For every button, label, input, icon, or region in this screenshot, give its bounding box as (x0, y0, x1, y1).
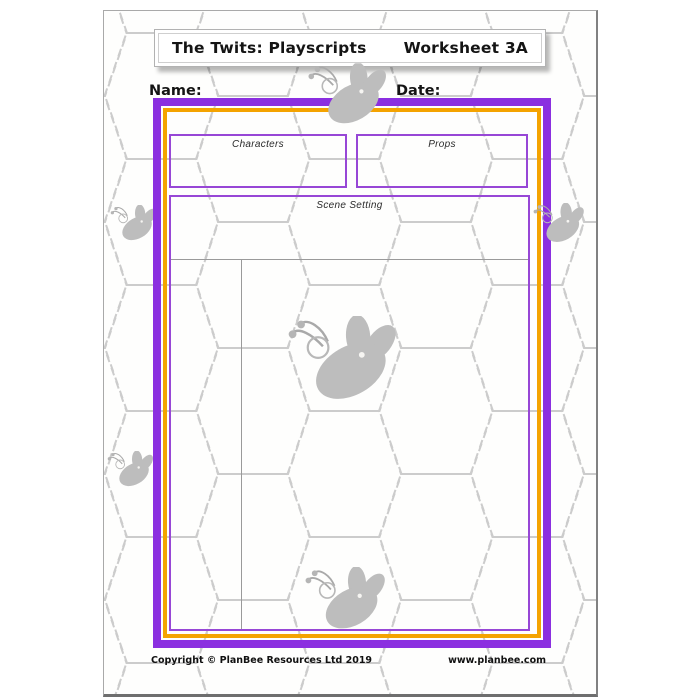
bee-icon (306, 63, 394, 125)
bee-icon (106, 451, 158, 487)
page-title: The Twits: Playscripts (172, 39, 367, 57)
worksheet-header-inner: The Twits: Playscripts Worksheet 3A (158, 33, 542, 63)
bee-icon (303, 567, 393, 630)
worksheet-number: Worksheet 3A (403, 39, 528, 57)
scene-divider-horizontal (171, 259, 528, 260)
characters-box: Characters (169, 134, 347, 188)
footer-copyright: Copyright © PlanBee Resources Ltd 2019 (151, 655, 373, 666)
hexagon-pattern (104, 11, 596, 694)
worksheet-header: The Twits: Playscripts Worksheet 3A (154, 29, 546, 67)
worksheet-page: The Twits: Playscripts Worksheet 3A Name… (103, 10, 598, 697)
scene-divider-vertical (241, 259, 242, 629)
characters-label: Characters (232, 139, 284, 150)
scene-setting-label: Scene Setting (316, 200, 383, 211)
props-box: Props (356, 134, 528, 188)
date-label: Date: (396, 83, 441, 99)
name-label: Name: (149, 83, 202, 99)
footer-website: www.planbee.com (448, 655, 546, 666)
scene-setting-box: Scene Setting (169, 195, 530, 631)
bee-icon (285, 316, 407, 401)
bee-icon (532, 203, 589, 243)
props-label: Props (428, 139, 456, 150)
